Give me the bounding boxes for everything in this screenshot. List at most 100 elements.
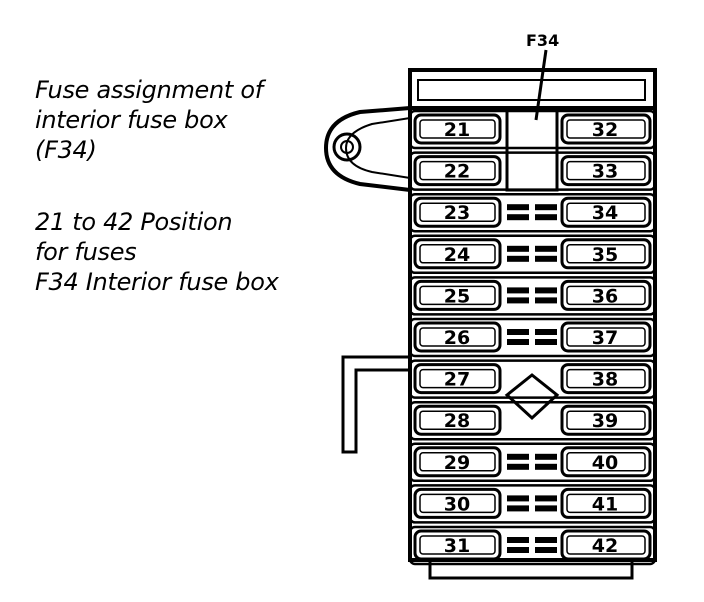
caption-line: Fuse assignment of [35,76,263,104]
fuse-number-left: 27 [444,369,470,391]
fuse-slot-left-inner [419,368,496,389]
center-diamond [504,373,560,421]
fuse-slot-left-inner [419,119,496,139]
fuse-slot-right [560,196,652,228]
fuse-number-right: 35 [592,244,618,266]
fuse-slot-right-inner [566,119,646,139]
mounting-ear [323,106,411,192]
fuse-number-right: 36 [592,285,618,307]
fuse-number-right: 40 [592,452,618,474]
fuse-number-left: 25 [444,285,470,307]
side-bracket [341,355,410,454]
fuse-row [408,400,657,441]
fuse-slot-right-inner [566,452,646,472]
fuse-number-left: 21 [444,119,470,141]
fuse-number-right: 34 [592,202,618,224]
fuse-number-right: 38 [592,369,618,391]
fuse-slot-right [560,487,652,519]
fuse-slot-right [560,363,652,395]
fuse-slot-left-inner [419,493,496,514]
fuse-row [408,192,657,233]
fuse-slot-right [560,404,652,436]
fuse-slot-left-inner [419,452,496,472]
caption-title: Fuse assignment of interior fuse box (F3… [35,75,263,165]
fuse-slot-left [413,487,502,519]
fuse-slot-left-inner [419,327,496,347]
fuse-slot-right-inner [566,493,646,514]
fuse-slot-left [413,529,502,561]
legend-line: for fuses [35,238,137,266]
top-housing [408,68,657,110]
bottom-tab [428,560,634,580]
legend-line: F34 Interior fuse box [35,268,279,296]
fuse-slot-left [413,404,502,436]
bolt-icon [332,132,362,162]
fuse-slot-right-inner [566,160,646,181]
clip-gap [529,202,535,223]
fuse-slot-right [560,238,652,270]
fuse-slot-right-inner [566,285,646,306]
fuse-row [408,359,657,399]
fuse-slot-left-inner [419,535,496,555]
fuse-slot-left-inner [419,202,496,222]
fuse-number-left: 29 [444,452,470,474]
caption-line: interior fuse box [35,106,228,134]
fuse-slot-left-inner [419,410,496,430]
clip-gap [529,535,535,555]
clip-gap [529,451,535,472]
fuse-number-left: 24 [444,244,470,266]
caption-line: (F34) [35,136,97,164]
fuse-slot-right-inner [566,244,646,264]
fuse-number-left: 22 [444,161,470,183]
fuse-slot-left [413,279,502,311]
fuse-row [408,525,657,566]
fuse-slot-right [560,446,652,478]
clip-gap [529,327,535,347]
callout-label: F34 [526,31,559,50]
fuse-slot-left [413,446,502,478]
fuse-slot-left [413,196,502,228]
clip-gap [529,493,535,514]
fuse-slot-left [413,363,502,395]
fuse-number-right: 42 [592,535,618,557]
clip-gap [529,285,535,306]
fuse-row [408,151,657,191]
fuse-slot-left-inner [419,244,496,264]
fuse-slot-left-inner [419,160,496,181]
bolt-hole-icon [340,140,354,154]
fuse-slot-right [560,529,652,561]
fuse-slot-right-inner [566,535,646,555]
fuse-slot-right-inner [566,368,646,389]
fuse-number-right: 41 [592,493,618,515]
fuse-slot-right-inner [566,202,646,222]
legend-line: 21 to 42 Position [35,208,233,236]
fuse-slot-right [560,321,652,353]
fuse-slot-right-inner [566,410,646,430]
caption-legend: 21 to 42 Position for fuses F34 Interior… [35,207,279,297]
fuse-number-left: 23 [444,202,470,224]
fuse-row [408,442,657,483]
fuse-slot-right-inner [566,327,646,347]
fuse-slot-left-inner [419,285,496,306]
fuse-slot-right [560,279,652,311]
fuse-number-left: 30 [444,493,470,515]
fuse-row [408,317,657,358]
fuse-row [408,234,657,275]
fuse-number-right: 32 [592,119,618,141]
fuse-number-right: 37 [592,327,618,349]
top-housing-inner [417,79,646,101]
fuse-slot-left [413,321,502,353]
fuse-number-right: 39 [592,410,618,432]
fuse-number-left: 28 [444,410,470,432]
fuse-number-right: 33 [592,161,618,183]
fuse-row [408,276,657,316]
fuse-slot-right [560,155,652,187]
fuse-number-left: 31 [444,535,470,557]
fuse-slot-right [560,113,652,145]
mounting-ear-inner [344,117,411,179]
fuse-slot-left [413,238,502,270]
fuse-slot-left [413,155,502,187]
fuse-row [408,484,657,524]
